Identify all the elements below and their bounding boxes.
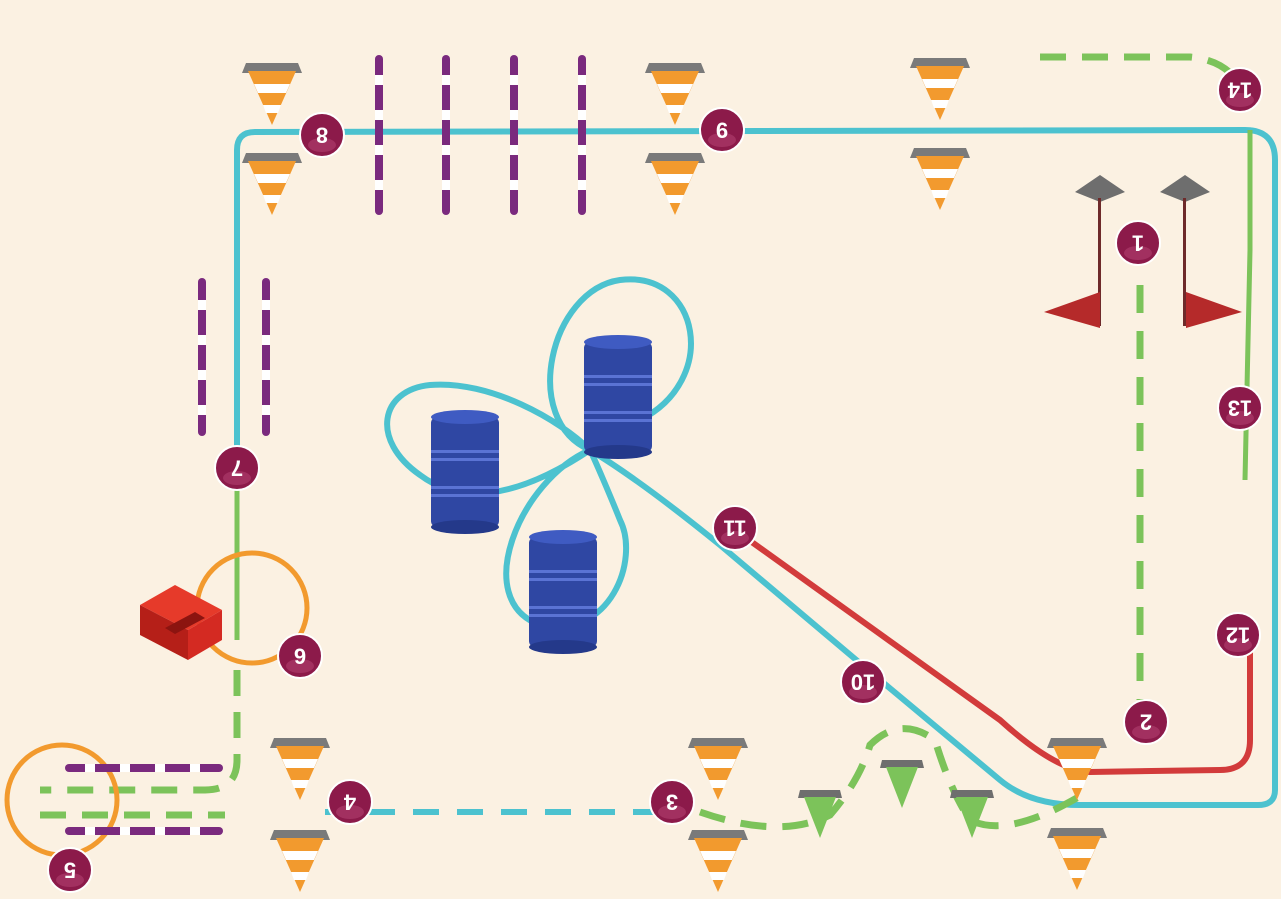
route-green-dashed-top [1040,53,1244,87]
checkpoint-label: 11 [723,516,746,541]
route-red [732,527,1253,776]
checkpoint-marker-icon: 12 [1215,612,1261,658]
checkpoint-marker-icon: 10 [840,659,886,705]
flag-icon [1160,175,1242,328]
checkpoint-marker-icon: 13 [1217,385,1263,431]
oil-barrel-icon [431,410,499,534]
checkpoint-label: 14 [1227,78,1252,103]
start-gate-flags [1044,175,1242,328]
checkpoint-marker-icon: 1 [1115,220,1161,266]
slalom-poles [65,55,586,835]
oil-barrel-icon [584,335,652,459]
traffic-cone-icon [645,63,705,125]
traffic-cone-icon [645,153,705,215]
slalom-pole-icon [262,278,270,436]
checkpoint-marker-icon: 9 [699,107,745,153]
route-green-dashed-slalom [698,725,1092,831]
traffic-cone-icon [242,63,302,125]
checkpoint-label: 5 [64,858,76,883]
traffic-cone-icon [688,830,748,892]
checkpoint-marker-icon: 11 [712,505,758,551]
route-teal-main [234,126,1278,808]
traffic-cone-icon [910,58,970,120]
oil-barrel-icon [529,530,597,654]
slalom-pole-icon [578,55,586,215]
slalom-pole-icon [442,55,450,215]
slalom-pole-icon [375,55,383,215]
route-green-dashed-left [40,670,241,794]
checkpoint-label: 1 [1132,231,1144,256]
checkpoint-label: 10 [851,670,875,695]
flag-icon [1044,175,1125,328]
slalom-pole-icon [65,764,223,772]
checkpoint-label: 12 [1226,623,1250,648]
slalom-pole-icon [65,827,223,835]
traffic-cone-icon [1047,828,1107,890]
checkpoint-label: 6 [294,644,306,669]
checkpoint-marker-icon: 4 [327,779,373,825]
box-obstacle-icon [140,585,222,660]
checkpoint-label: 3 [666,790,678,815]
checkpoint-label: 8 [316,123,328,148]
checkpoint-marker-icon: 6 [277,633,323,679]
checkpoint-label: 4 [343,790,356,815]
checkpoint-marker-icon: 7 [214,445,260,491]
checkpoint-marker-icon: 5 [47,847,93,893]
traffic-cone-icon [688,738,748,800]
traffic-cone-icon [270,738,330,800]
slalom-pole-icon [510,55,518,215]
checkpoint-marker-icon: 8 [299,112,345,158]
barrels [431,335,652,654]
traffic-cone-icon [880,760,924,808]
slalom-pole-icon [198,278,206,436]
traffic-cone-icon [242,153,302,215]
checkpoint-label: 13 [1228,396,1252,421]
checkpoint-label: 9 [716,118,728,143]
cones [242,58,1107,892]
traffic-cone-icon [950,790,994,838]
checkpoint-label: 7 [231,456,243,481]
checkpoint-marker-icon: 2 [1123,699,1169,745]
orange-circle-5 [4,742,120,858]
checkpoint-marker-icon: 14 [1217,67,1263,113]
traffic-cone-icon [270,830,330,892]
checkpoint-label: 2 [1140,710,1152,735]
traffic-cone-icon [910,148,970,210]
checkpoint-marker-icon: 3 [649,779,695,825]
